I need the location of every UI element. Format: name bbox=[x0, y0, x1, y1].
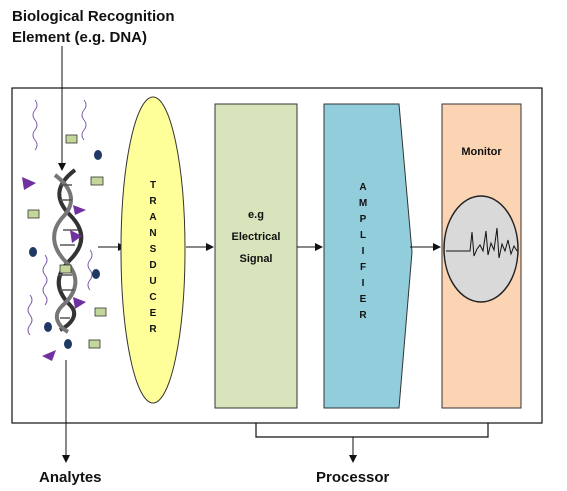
transducer-letter: U bbox=[149, 276, 157, 287]
amplifier-letter: A bbox=[359, 182, 367, 193]
amplifier-letter: E bbox=[359, 294, 367, 305]
amplifier-letter: L bbox=[359, 230, 367, 241]
processor-bracket bbox=[255, 423, 489, 438]
amplifier-block bbox=[323, 103, 413, 409]
transducer-letter: C bbox=[149, 292, 157, 303]
signal-label: e.g Electrical Signal bbox=[215, 204, 297, 270]
amplifier-letter: R bbox=[359, 310, 367, 321]
bio-element-line1: Biological Recognition bbox=[12, 8, 175, 25]
amplifier-letter: I bbox=[361, 278, 365, 289]
monitor-label: Monitor bbox=[461, 146, 502, 158]
analyte-squares bbox=[27, 134, 107, 349]
signal-line3: Signal bbox=[239, 253, 273, 265]
signal-line1: e.g bbox=[248, 209, 264, 221]
signal-line2: Electrical bbox=[231, 231, 281, 243]
signal-block bbox=[214, 103, 298, 409]
analytes-label: Analytes bbox=[39, 469, 102, 486]
transducer-letter: N bbox=[149, 228, 157, 239]
transducer-letter: E bbox=[149, 308, 157, 319]
signal-trace-icon bbox=[446, 227, 518, 259]
amplifier-letter: P bbox=[359, 214, 367, 225]
transducer-letter: T bbox=[149, 180, 157, 191]
transducer-block bbox=[120, 96, 186, 404]
transducer-letter: S bbox=[149, 244, 157, 255]
transducer-letter: R bbox=[149, 196, 157, 207]
analyte-ovals bbox=[29, 150, 102, 349]
bio-element-label: Biological Recognition Element (e.g. DNA… bbox=[12, 6, 175, 48]
transducer-letter: D bbox=[149, 260, 157, 271]
amplifier-letter: M bbox=[358, 198, 368, 209]
wavy-strands bbox=[27, 99, 93, 336]
processor-label: Processor bbox=[316, 469, 390, 486]
transducer-letter: A bbox=[149, 212, 157, 223]
monitor-screen bbox=[443, 195, 519, 303]
amplifier-letter: I bbox=[361, 246, 365, 257]
bio-element-line2: Element (e.g. DNA) bbox=[12, 29, 148, 46]
analyte-triangles bbox=[22, 177, 86, 361]
transducer-letter: R bbox=[149, 324, 157, 335]
dna-helix-icon bbox=[52, 168, 84, 334]
amplifier-letter: F bbox=[359, 262, 367, 273]
